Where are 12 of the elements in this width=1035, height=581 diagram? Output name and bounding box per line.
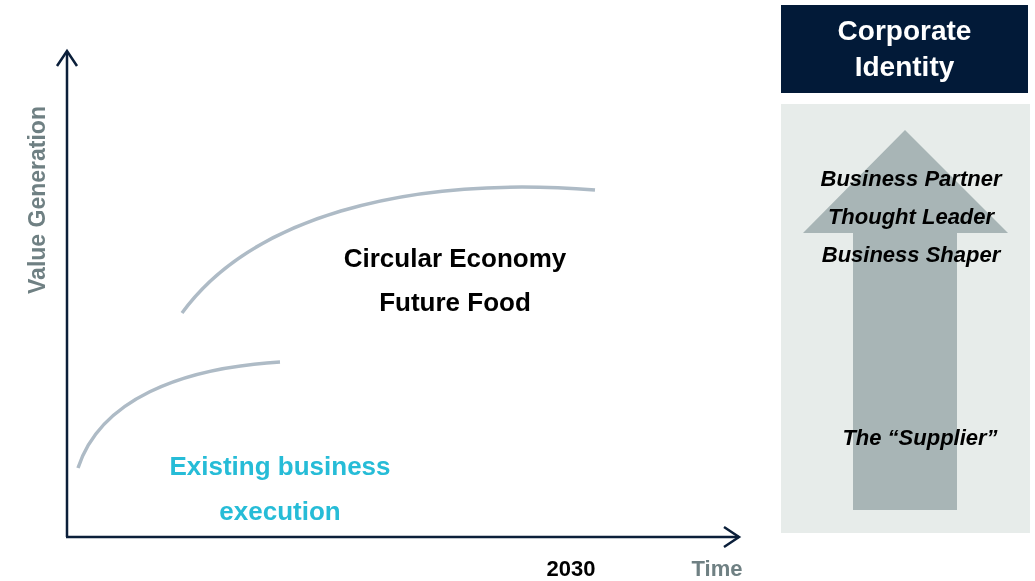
role-label: Thought Leader	[827, 202, 995, 231]
header-box	[781, 5, 1028, 93]
role-label: Business Shaper	[821, 240, 1001, 269]
curve-label: Existing business execution	[168, 450, 392, 528]
curve-label: Circular Economy Future Food	[342, 242, 568, 319]
role-label: The “Supplier”	[842, 423, 998, 452]
role-label: Business Partner	[820, 164, 1002, 193]
header-title: Corporate Identity	[836, 14, 973, 84]
axis-label: Time	[691, 554, 743, 581]
identity-panel	[781, 104, 1030, 533]
tick-label: 2030	[546, 554, 596, 581]
axis-label: Value Generation	[22, 106, 51, 294]
